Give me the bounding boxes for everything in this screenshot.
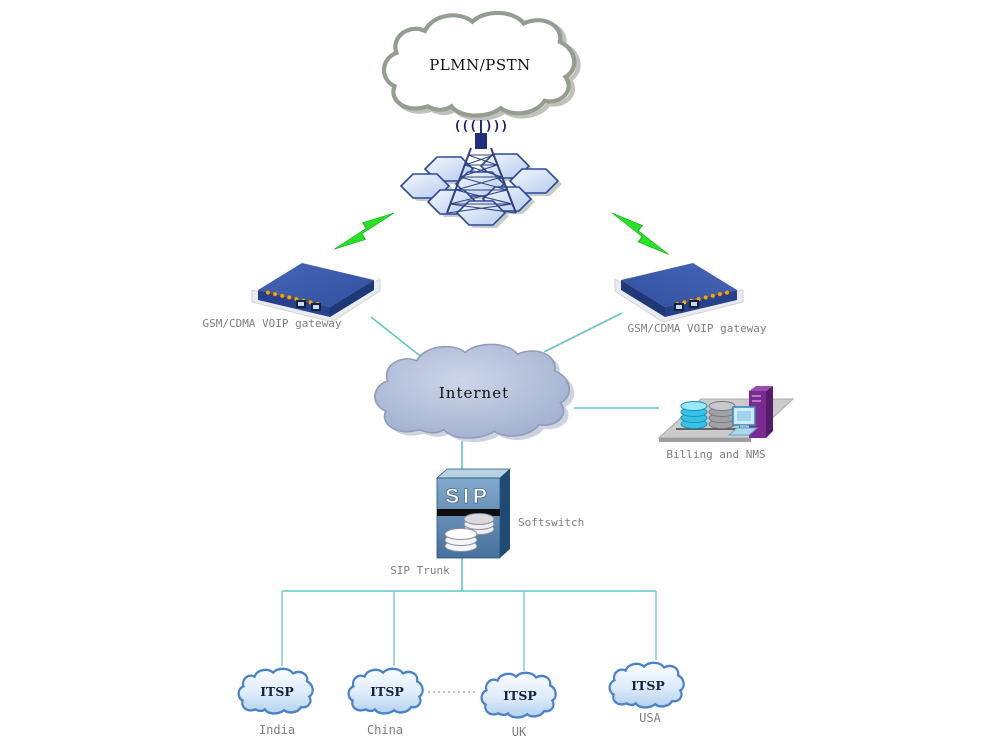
disc-stack-front bbox=[444, 528, 478, 552]
itsp-cloud-usa: ITSP bbox=[608, 661, 685, 709]
itsp-uk-label: ITSP bbox=[503, 688, 537, 703]
itsp-china-label: ITSP bbox=[370, 684, 404, 699]
softswitch-device: SIP bbox=[435, 468, 512, 559]
itsp-cloud-india: ITSP bbox=[237, 667, 314, 715]
internet-label: Internet bbox=[439, 384, 509, 402]
plmn-pstn-cloud: PLMN/PSTN bbox=[384, 13, 578, 119]
itsp-cloud-china: ITSP bbox=[347, 667, 424, 715]
gateway-right-label: GSM/CDMA VOIP gateway bbox=[627, 322, 766, 335]
country-label-china: China bbox=[367, 723, 403, 737]
billing-nms-group: Billing and NMS bbox=[657, 386, 795, 461]
lightning-left bbox=[328, 204, 400, 259]
lightning-right bbox=[606, 204, 675, 263]
itsp-cloud-uk: ITSP bbox=[480, 671, 557, 719]
server-tower bbox=[749, 386, 773, 438]
tower-signal-text: ((( ))) bbox=[454, 119, 509, 134]
sip-box-text: SIP bbox=[445, 485, 491, 508]
country-label-usa: USA bbox=[639, 711, 661, 725]
softswitch-label: Softswitch bbox=[518, 516, 584, 529]
internet-cloud: Internet bbox=[374, 343, 575, 443]
connector-lines bbox=[282, 312, 659, 592]
cell-tower: ((( ))) bbox=[446, 119, 517, 214]
database-gray bbox=[708, 401, 736, 429]
database-cyan bbox=[680, 401, 708, 429]
workstation-monitor bbox=[727, 406, 759, 436]
itsp-india-label: ITSP bbox=[260, 684, 294, 699]
billing-label: Billing and NMS bbox=[666, 448, 765, 461]
plmn-pstn-label: PLMN/PSTN bbox=[429, 56, 531, 74]
connector-gateway-right-internet bbox=[543, 312, 623, 353]
voip-gateway-left bbox=[251, 262, 381, 323]
drop-connectors bbox=[281, 591, 657, 671]
country-label-uk: UK bbox=[512, 725, 527, 739]
voip-gateway-right bbox=[614, 262, 744, 323]
country-label-india: India bbox=[259, 723, 295, 737]
sip-trunk-label: SIP Trunk bbox=[390, 564, 450, 577]
sip-box-band bbox=[437, 509, 500, 516]
connector-gateway-left-internet bbox=[370, 316, 430, 364]
itsp-usa-label: ITSP bbox=[631, 678, 665, 693]
gateway-left-label: GSM/CDMA VOIP gateway bbox=[202, 317, 341, 330]
tower-antenna bbox=[475, 133, 487, 149]
